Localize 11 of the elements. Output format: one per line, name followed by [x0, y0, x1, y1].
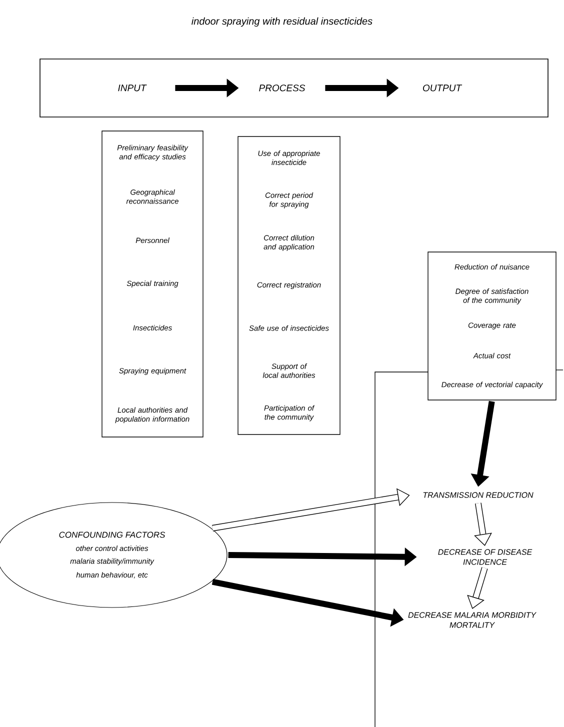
stage-label: OUTPUT — [423, 84, 462, 92]
stage-label: INPUT — [118, 84, 147, 92]
stage-label: PROCESS — [259, 84, 306, 92]
stage-label: TRANSMISSION REDUCTION — [423, 492, 534, 498]
arrow — [212, 488, 410, 532]
stage-label: DECREASE OF DISEASE INCIDENCE — [438, 549, 532, 565]
outcome-frame — [374, 370, 564, 727]
stage-label: DECREASE MALARIA MORBIDITY MORTALITY — [408, 612, 536, 628]
header-band — [40, 58, 548, 118]
arrow — [474, 502, 492, 546]
title: indoor spraying with residual insecticides — [192, 17, 372, 27]
